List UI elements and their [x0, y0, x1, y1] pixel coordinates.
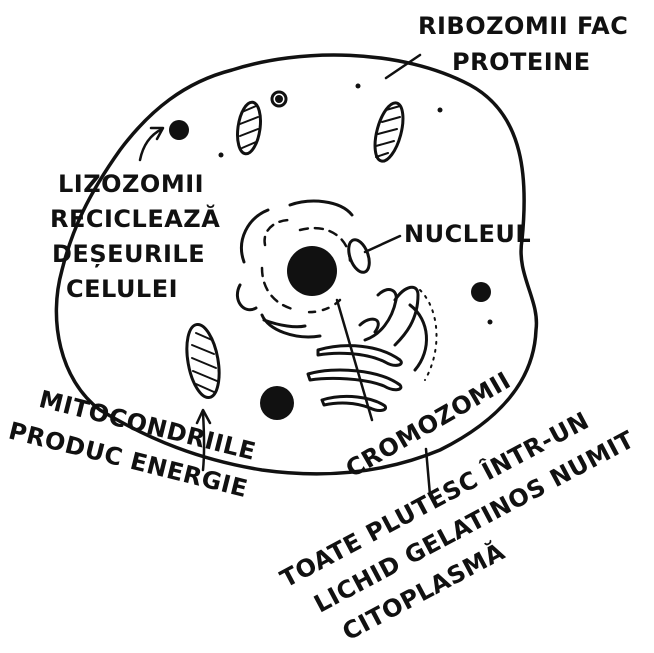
lysosomes-label-line-1: LIZOZOMII: [58, 170, 204, 198]
cytoplasm-label: TOATE PLUTESC ÎNTR-UN LICHID GELATINOS N…: [275, 391, 654, 648]
ribosome-dot: [219, 153, 224, 158]
nucleolus: [287, 246, 337, 296]
ribosome-dot: [488, 320, 493, 325]
lysosomes-label-line-4: CELULEI: [66, 275, 178, 303]
lysosome: [260, 386, 294, 420]
lysosome: [275, 95, 283, 103]
mitochondrion-bottom-left: [182, 322, 224, 400]
lysosomes-label: LIZOZOMII RECICLEAZĂ DEȘEURILE CELULEI: [50, 170, 220, 303]
lysosome: [471, 282, 491, 302]
ribosome-dot: [356, 84, 361, 89]
mitochondrion-top-right: [370, 100, 409, 164]
lysosomes-label-line-2: RECICLEAZĂ: [50, 203, 220, 233]
mitochondria-label: MITOCONDRIILE PRODUC ENERGIE: [6, 380, 260, 503]
nucleus-pointer: [365, 236, 400, 252]
ribosomes-label-line-1: RIBOZOMII FAC: [418, 12, 628, 40]
ribosomes-label-line-2: PROTEINE: [452, 48, 591, 76]
lysosomes-label-line-3: DEȘEURILE: [52, 240, 205, 268]
ribosome-dot: [438, 108, 443, 113]
ribosomes-label: RIBOZOMII FAC PROTEINE: [418, 12, 628, 76]
mitochondrion-top-left: [234, 101, 263, 156]
nucleus-label: NUCLEUL: [404, 220, 531, 248]
lysosome: [169, 120, 189, 140]
